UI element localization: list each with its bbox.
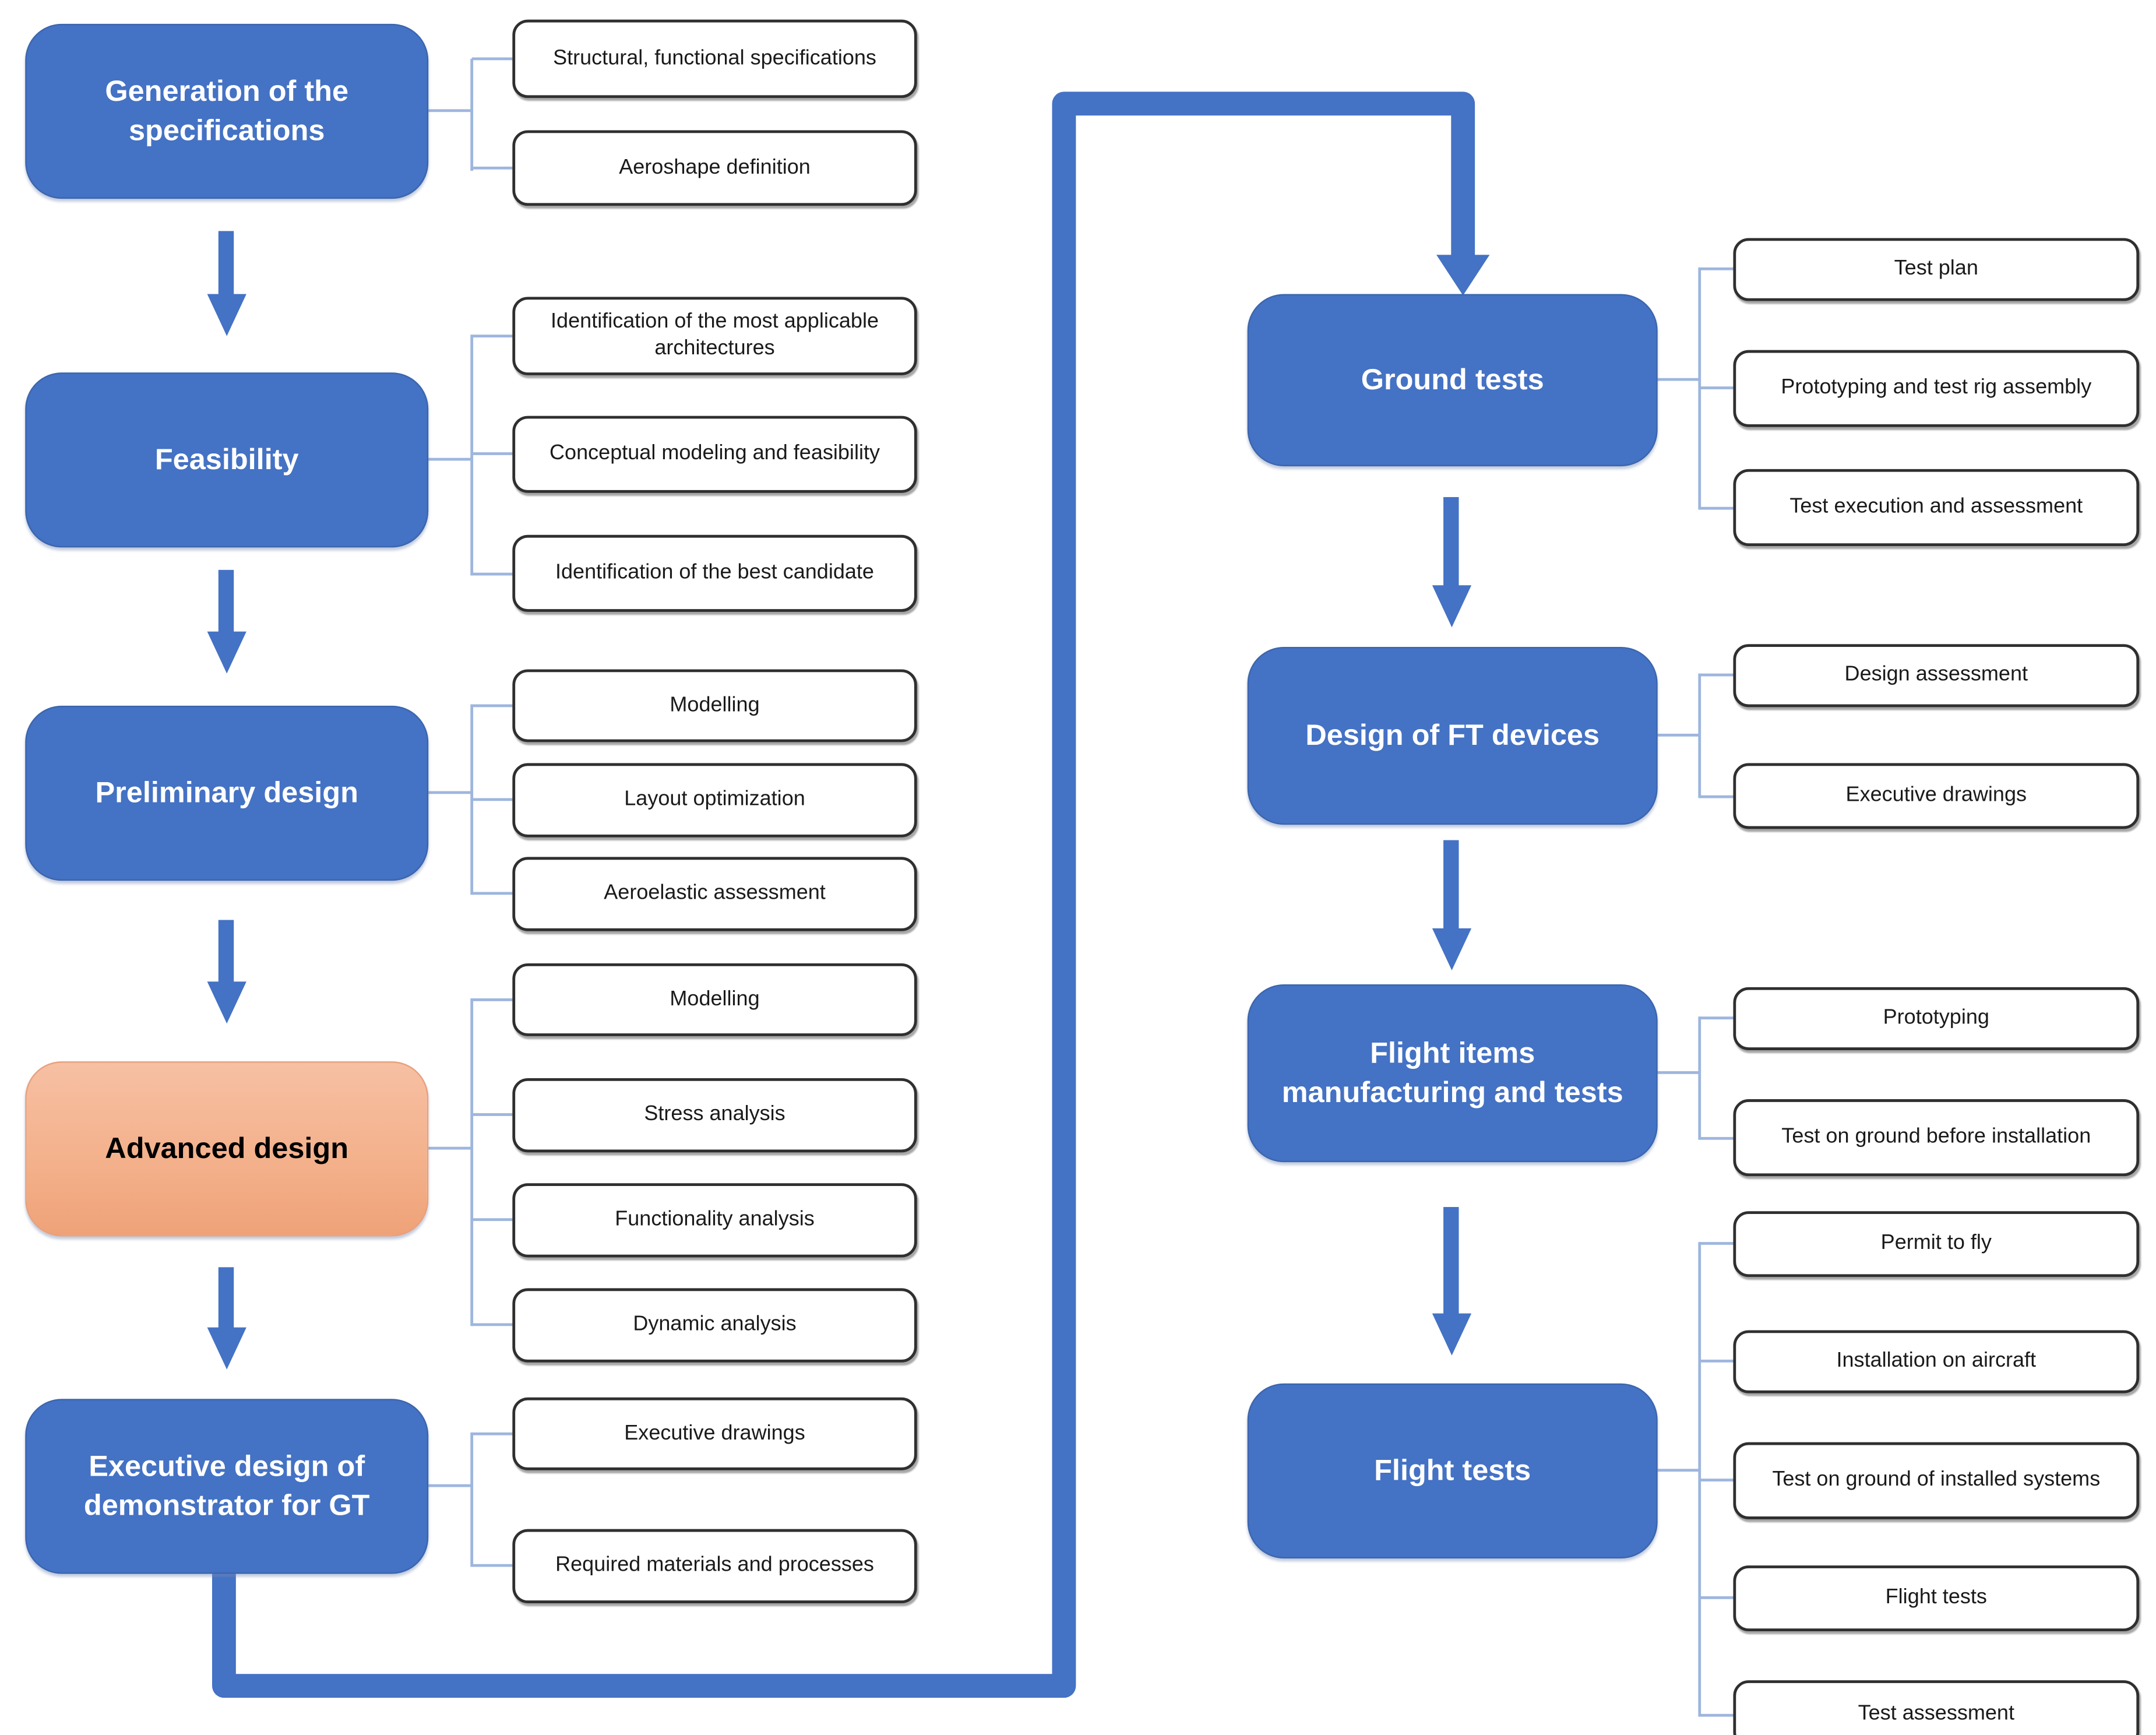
bracket-stub <box>1657 1469 1700 1472</box>
bracket-branch <box>471 1218 513 1222</box>
task-box-design-assessment: Design assessment <box>1733 644 2140 708</box>
bracket-branch <box>471 704 513 708</box>
bracket-stub <box>428 1484 472 1487</box>
bracket-branch <box>471 572 513 576</box>
bracket-stub <box>428 109 472 112</box>
task-box-functionality-analysis: Functionality analysis <box>512 1183 917 1258</box>
task-box-test-on-ground-of-installed-systems: Test on ground of installed systems <box>1733 1442 2140 1519</box>
flow-arrow-shaft-5 <box>1443 497 1459 589</box>
task-box-dynamic-analysis: Dynamic analysis <box>512 1288 917 1363</box>
bracket-branch <box>1699 386 1734 389</box>
flow-arrow-shaft-4 <box>218 1267 234 1331</box>
task-box-installation-on-aircraft: Installation on aircraft <box>1733 1330 2140 1393</box>
bracket-branch <box>471 166 513 170</box>
stage-box-ground-tests: Ground tests <box>1247 294 1658 467</box>
task-box-stress-analysis: Stress analysis <box>512 1078 917 1153</box>
task-box-executive-drawings-gt: Executive drawings <box>512 1397 917 1470</box>
flow-arrow-head-6 <box>1432 928 1472 971</box>
bracket-branch <box>471 1432 513 1435</box>
bracket-branch <box>1699 1479 1734 1481</box>
bracket-spine <box>470 998 474 1326</box>
bracket-branch <box>471 1323 513 1326</box>
task-box-flight-tests-sub: Flight tests <box>1733 1565 2140 1632</box>
task-box-aeroelastic-assessment: Aeroelastic assessment <box>512 857 917 931</box>
task-box-aeroshape-definition: Aeroshape definition <box>512 130 917 206</box>
stage-box-flight-tests: Flight tests <box>1247 1383 1658 1559</box>
bracket-branch <box>1699 795 1734 798</box>
task-box-layout-optimization: Layout optimization <box>512 763 917 837</box>
bracket-branch <box>1699 1016 1734 1020</box>
bracket-branch <box>1699 1136 1734 1140</box>
task-box-executive-drawings-ft: Executive drawings <box>1733 763 2140 829</box>
task-box-conceptual-modeling-and-feasibility: Conceptual modeling and feasibility <box>512 416 917 493</box>
task-box-test-execution-and-assessment: Test execution and assessment <box>1733 469 2140 547</box>
bracket-branch <box>471 892 513 895</box>
stage-box-advanced-design: Advanced design <box>25 1061 429 1237</box>
stage-box-executive-design-demonstrator-gt: Executive design of demonstrator for GT <box>25 1399 429 1574</box>
stage-box-preliminary-design: Preliminary design <box>25 705 429 881</box>
stage-box-flight-items-manufacturing-and-tests: Flight items manufacturing and tests <box>1247 984 1658 1163</box>
bracket-spine <box>470 58 474 171</box>
bracket-branch <box>1699 1713 1734 1717</box>
flow-arrow-shaft-3 <box>218 920 234 985</box>
task-box-test-on-ground-before-installation: Test on ground before installation <box>1733 1099 2140 1177</box>
flow-arrow-shaft-6 <box>1443 840 1459 931</box>
bracket-branch <box>1699 267 1734 270</box>
task-box-prototyping: Prototyping <box>1733 987 2140 1050</box>
flow-arrow-head-2 <box>207 631 246 674</box>
bracket-stub <box>1657 733 1700 737</box>
bracket-branch <box>471 452 513 455</box>
bracket-stub <box>1657 378 1700 381</box>
bracket-spine <box>1698 1016 1701 1140</box>
flow-arrow-shaft-1 <box>218 231 234 297</box>
task-box-identification-best-candidate: Identification of the best candidate <box>512 534 917 612</box>
stage-box-design-of-ft-devices: Design of FT devices <box>1247 647 1658 825</box>
bracket-branch <box>471 998 513 1001</box>
bracket-branch <box>1699 1242 1734 1245</box>
bracket-spine <box>1698 673 1701 798</box>
stage-box-generation-of-specifications: Generation of the specifications <box>25 23 429 199</box>
task-box-modelling-preliminary: Modelling <box>512 669 917 742</box>
task-box-required-materials-and-processes: Required materials and processes <box>512 1529 917 1603</box>
bracket-stub <box>428 1146 472 1150</box>
flow-arrow-shaft-7 <box>1443 1207 1459 1317</box>
flow-arrow-head-7 <box>1432 1313 1472 1356</box>
flow-arrow-head-3 <box>207 981 246 1024</box>
bracket-branch <box>1699 506 1734 510</box>
flow-arrow-shaft-2 <box>218 569 234 635</box>
bracket-branch <box>1699 1359 1734 1363</box>
bracket-spine <box>470 335 474 576</box>
bracket-stub <box>428 791 472 794</box>
flow-arrow-head-5 <box>1432 585 1472 628</box>
bracket-branch <box>471 335 513 338</box>
bracket-branch <box>1699 1596 1734 1599</box>
bracket-spine <box>470 1432 474 1567</box>
stage-box-feasibility: Feasibility <box>25 372 429 548</box>
task-box-test-plan: Test plan <box>1733 238 2140 301</box>
bracket-stub <box>428 457 472 461</box>
task-box-prototyping-and-test-rig-assembly: Prototyping and test rig assembly <box>1733 350 2140 427</box>
flow-arrow-head-1 <box>207 294 246 336</box>
flow-arrow-head-4 <box>207 1327 246 1370</box>
bracket-stub <box>1657 1071 1700 1074</box>
task-box-permit-to-fly: Permit to fly <box>1733 1211 2140 1278</box>
task-box-structural-functional-specifications: Structural, functional specifications <box>512 19 917 98</box>
bracket-branch <box>471 57 513 61</box>
task-box-test-assessment: Test assessment <box>1733 1680 2140 1735</box>
task-box-identification-most-applicable-architectures: Identification of the most applicable ar… <box>512 297 917 375</box>
task-box-modelling-advanced: Modelling <box>512 963 917 1036</box>
bracket-branch <box>471 1564 513 1567</box>
bracket-branch <box>1699 673 1734 677</box>
bracket-branch <box>471 798 513 801</box>
bracket-branch <box>471 1113 513 1116</box>
